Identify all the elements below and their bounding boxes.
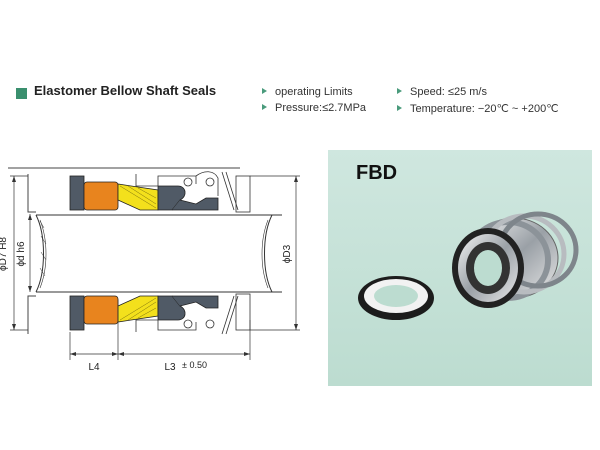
- label-l4: L4: [88, 362, 100, 373]
- seal-bottom-half: [69, 293, 251, 335]
- seal-top-half: [69, 171, 251, 213]
- seal-ring-icon: [358, 276, 434, 320]
- product-photo-panel: FBD: [328, 150, 592, 386]
- triangle-bullet-icon: [397, 88, 402, 95]
- header: Elastomer Bellow Shaft Seals operating L…: [0, 0, 600, 140]
- spec-pressure: Pressure:≤2.7MPa: [262, 102, 366, 114]
- triangle-bullet-icon: [262, 104, 267, 111]
- spec-temperature: Temperature: −20℃ ~ +200℃: [397, 102, 559, 115]
- triangle-bullet-icon: [262, 88, 267, 95]
- seal-spring-assembly-icon: [452, 211, 579, 308]
- label-d: ϕd h6: [16, 241, 27, 267]
- label-d3: ϕD3: [282, 244, 293, 263]
- dimension-lines: [10, 175, 300, 360]
- page-title: Elastomer Bellow Shaft Seals: [34, 83, 217, 98]
- title-bullet-icon: [16, 88, 27, 99]
- label-l3: L3: [164, 362, 176, 373]
- seal-photo-illustration: [358, 211, 579, 320]
- spec-label: operating Limits: [275, 86, 353, 98]
- triangle-bullet-icon: [397, 105, 402, 112]
- model-label: FBD: [356, 162, 398, 184]
- shaft: [35, 214, 282, 293]
- label-l3-tolerance: ± 0.50: [182, 360, 207, 370]
- dimension-arrows: [12, 176, 298, 356]
- spec-label: Speed: ≤25 m/s: [410, 86, 487, 98]
- label-d7: ϕD7 H8: [0, 237, 9, 271]
- spec-operating-limits: operating Limits: [262, 86, 353, 98]
- spec-label: Pressure:≤2.7MPa: [275, 102, 367, 114]
- spec-label: Temperature: −20℃ ~ +200℃: [410, 103, 559, 115]
- housing-outline: [8, 167, 240, 334]
- seal-cross-section-drawing: ϕD7 H8 ϕd h6 ϕD3 L4 L3 ± 0.50: [0, 167, 300, 373]
- spec-speed: Speed: ≤25 m/s: [397, 86, 487, 98]
